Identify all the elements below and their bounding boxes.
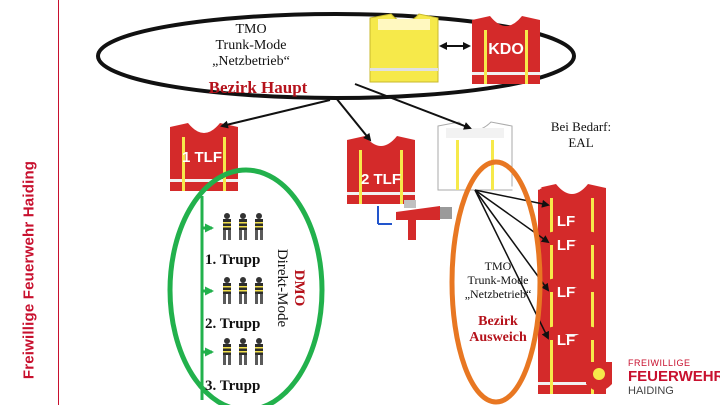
tmo-label: TMO Trunk-Mode „Netzbetrieb“: [196, 22, 306, 70]
lf-label: LF: [557, 237, 575, 254]
eal-fan-arrows: [474, 189, 550, 340]
tlf2-label: 2 TLF: [361, 171, 401, 188]
sidebar: Freiwillige Feuerwehr Haiding: [0, 0, 58, 405]
ausweich-line: Ausweich: [469, 330, 527, 345]
bedarf-label: Bei Bedarf: EAL: [536, 119, 626, 151]
district-backup-label: Bezirk Ausweich: [450, 314, 546, 346]
kdo-vest-icon: KDO: [472, 16, 540, 84]
logo-line: FEUERWEHR: [628, 368, 720, 385]
eal-line: EAL: [568, 135, 594, 150]
tlf2-vest-icon: 2 TLF: [347, 136, 415, 204]
netzbetrieb-line: „Netzbetrieb“: [212, 54, 290, 69]
firefighter-group-icon: [223, 213, 263, 240]
trunk-mode-line: Trunk-Mode: [467, 273, 529, 287]
kdo-label: KDO: [488, 41, 524, 58]
hose-nozzle-icon: [396, 200, 452, 240]
logo-line: HAIDING: [628, 385, 674, 397]
dmo-ellipse: [167, 167, 325, 405]
arrow-to-tlf2: [335, 97, 372, 142]
arrow-to-tlf1: [220, 99, 331, 129]
yellow-vest-icon: [369, 13, 439, 83]
team-2-label: 2. Trupp: [205, 316, 261, 332]
district-line: Bezirk: [478, 314, 518, 329]
district-label: Bezirk Haupt: [208, 78, 308, 97]
eal-vest-icon: [437, 121, 513, 191]
lf-vest-stack: LF LF LF LF: [538, 184, 606, 394]
axis-arrows-icon: [377, 206, 392, 225]
firefighter-group-icon: [223, 277, 263, 304]
tmo-right-label: TMO Trunk-Mode „Netzbetrieb“: [450, 259, 546, 301]
tmo-line: TMO: [235, 22, 267, 37]
lf-label: LF: [557, 213, 575, 230]
trunk-mode-line: Trunk-Mode: [215, 38, 287, 53]
sidebar-divider: [58, 0, 59, 405]
logo-text: FREIWILLIGE FEUERWEHR HAIDING: [628, 358, 720, 398]
bedarf-line: Bei Bedarf:: [550, 119, 612, 134]
firefighter-group-icon: [223, 338, 263, 365]
team-1-label: 1. Trupp: [205, 252, 261, 268]
tmo-backup-ellipse: [449, 159, 543, 405]
team-3-label: 3. Trupp: [205, 378, 261, 394]
arrow-to-eal: [354, 83, 472, 130]
lf-label: LF: [557, 284, 575, 301]
tlf1-vest-icon: 1 TLF: [170, 123, 238, 191]
tmo-line: TMO: [484, 259, 512, 273]
fire-department-logo-icon: [586, 362, 612, 391]
netzbetrieb-line: „Netzbetrieb“: [464, 287, 532, 301]
logo-line: FREIWILLIGE: [628, 358, 691, 368]
lf-label: LF: [557, 332, 575, 349]
tlf1-label: 1 TLF: [182, 149, 222, 166]
dmo-line: DMO: [291, 269, 307, 307]
